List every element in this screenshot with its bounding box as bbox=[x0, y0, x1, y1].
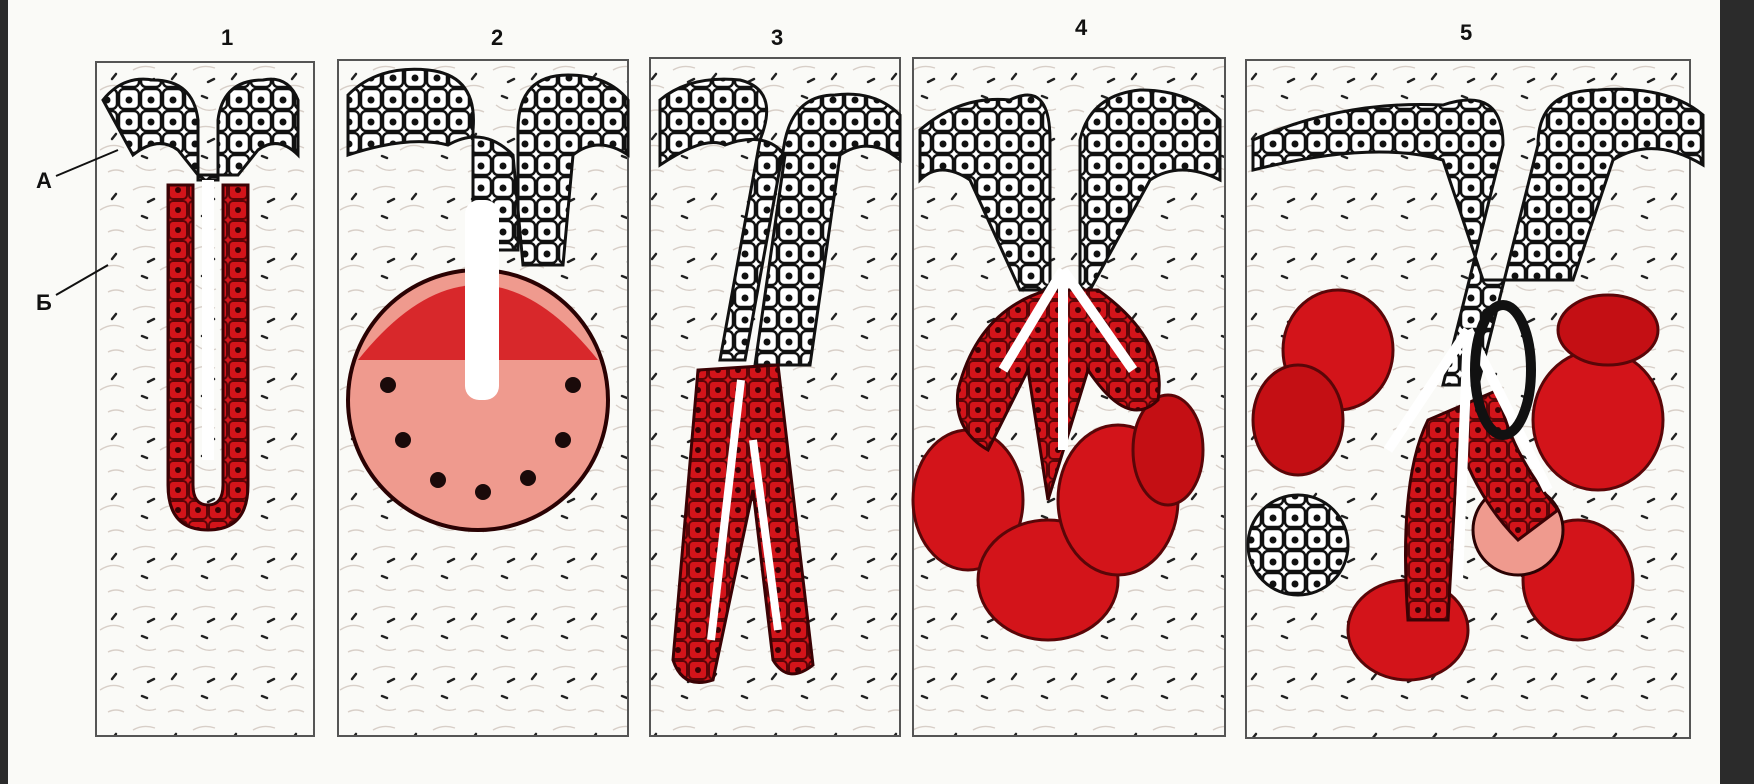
panel-number-3: 3 bbox=[771, 25, 783, 50]
figure-sheet: 1 2 3 4 5 bbox=[8, 0, 1720, 784]
panel-3 bbox=[650, 58, 900, 736]
panel-number-5: 5 bbox=[1460, 20, 1472, 45]
panel-4 bbox=[913, 58, 1225, 736]
label-epithelium: А bbox=[36, 168, 52, 193]
panel-2 bbox=[338, 60, 628, 736]
panel-5 bbox=[1246, 60, 1703, 738]
panel-number-4: 4 bbox=[1075, 15, 1088, 40]
label-connective-tissue: Б bbox=[36, 290, 52, 315]
panel-1 bbox=[96, 62, 314, 736]
gland-development-diagram: 1 2 3 4 5 bbox=[8, 0, 1720, 784]
panel-number-1: 1 bbox=[221, 25, 233, 50]
panel-number-2: 2 bbox=[491, 25, 503, 50]
